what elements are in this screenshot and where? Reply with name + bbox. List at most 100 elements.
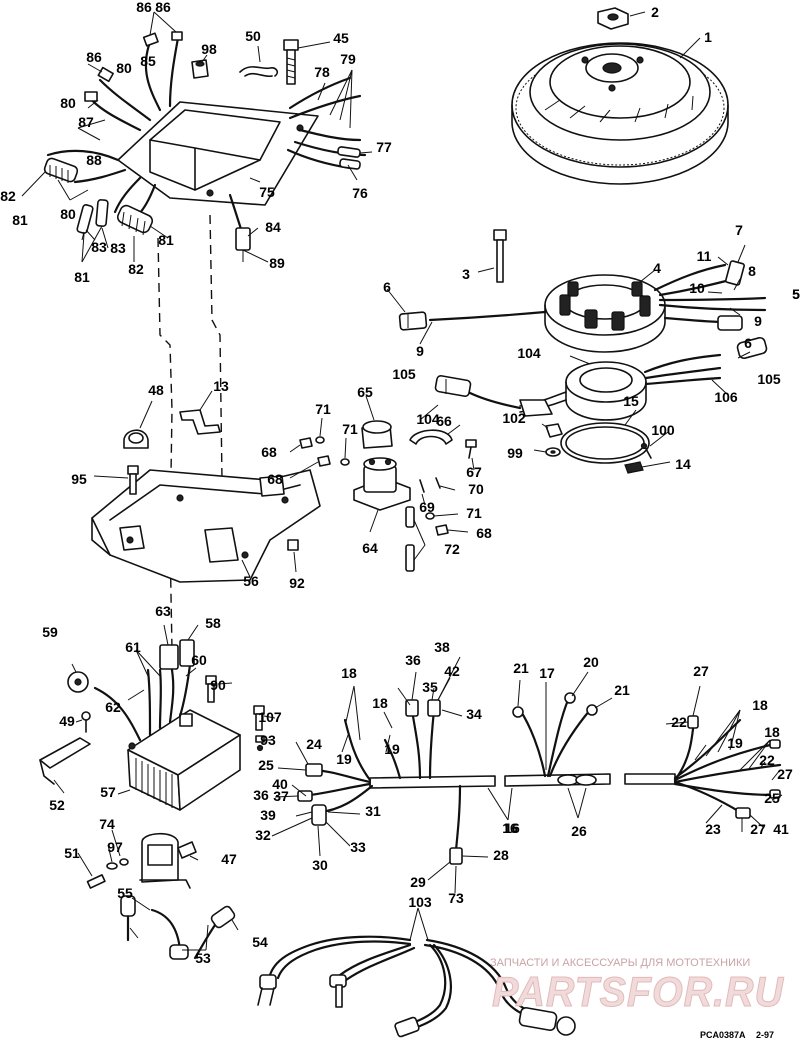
callout-82: 82: [128, 261, 144, 277]
callout-34: 34: [466, 706, 482, 722]
screw-51: [86, 874, 106, 889]
callout-86: 86: [136, 0, 152, 15]
leader-lines: [21, 11, 783, 951]
callout-78: 78: [314, 64, 330, 80]
regulator-wires: [93, 663, 192, 742]
callout-8: 8: [748, 263, 756, 279]
callout-39: 39: [260, 807, 276, 823]
callout-26: 26: [571, 823, 587, 839]
callout-20: 20: [583, 654, 599, 670]
callout-18: 18: [764, 724, 780, 740]
power-pack: [117, 101, 319, 206]
callout-49: 49: [59, 713, 75, 729]
spacer-90: [287, 539, 299, 551]
stator: [544, 274, 666, 353]
screw-106: [253, 705, 265, 731]
bracket-52: [39, 737, 91, 785]
callout-85: 85: [140, 53, 156, 69]
callout-6: 6: [383, 279, 391, 295]
callout-86: 86: [86, 49, 102, 65]
callout-19: 19: [336, 751, 352, 767]
nuts-68-71: [299, 436, 449, 536]
callout-42: 42: [444, 663, 460, 679]
callout-80: 80: [60, 95, 76, 111]
connector-58-63: [159, 639, 195, 670]
callout-33: 33: [350, 839, 366, 855]
callout-9: 9: [416, 343, 424, 359]
spark-plug-lead-53: [120, 895, 236, 960]
callout-62: 62: [105, 699, 121, 715]
washer-95-74: [106, 858, 129, 870]
clip-50: [239, 66, 278, 78]
callout-77: 77: [376, 139, 392, 155]
connector-6-right: [717, 315, 743, 331]
callout-80: 80: [116, 60, 132, 76]
callout-16: 16: [504, 820, 520, 836]
callout-76: 76: [352, 185, 368, 201]
callout-56: 56: [243, 573, 259, 589]
callout-11: 11: [697, 248, 712, 264]
callout-21: 21: [513, 660, 529, 676]
callout-83: 83: [110, 240, 126, 256]
callout-104: 104: [517, 345, 541, 361]
callout-30: 30: [312, 857, 328, 873]
terminal-84: [235, 227, 251, 262]
callout-14: 14: [675, 456, 691, 472]
callout-7: 7: [735, 222, 743, 238]
callout-102: 102: [502, 410, 526, 426]
bolt-93: [127, 465, 139, 495]
callout-54: 54: [252, 934, 268, 950]
callout-22: 22: [759, 752, 775, 768]
flywheel-nut: [597, 7, 629, 30]
callout-59: 59: [42, 624, 58, 640]
callout-37: 37: [273, 788, 289, 804]
screw-99: [640, 442, 652, 459]
callout-22: 22: [671, 714, 687, 730]
callout-18: 18: [372, 695, 388, 711]
callout-71: 71: [315, 401, 331, 417]
callout-82: 82: [0, 188, 16, 204]
callout-16: 16: [502, 820, 518, 836]
callout-4: 4: [653, 260, 661, 276]
callout-58: 58: [205, 615, 221, 631]
callout-83: 83: [91, 239, 107, 255]
callout-27: 27: [750, 821, 766, 837]
callout-40: 40: [272, 776, 288, 792]
callout-2: 2: [651, 4, 659, 20]
callout-106: 106: [714, 389, 738, 405]
callout-68: 68: [261, 444, 277, 460]
callout-88: 88: [86, 152, 102, 168]
screw-49: [81, 711, 91, 733]
callout-100: 100: [651, 422, 675, 438]
mounting-plate: [91, 469, 321, 583]
boots-72: [405, 506, 415, 572]
callout-6: 6: [744, 335, 752, 351]
clamp-66: [409, 429, 453, 445]
callout-47: 47: [221, 851, 237, 867]
callout-23: 23: [705, 821, 721, 837]
callout-9: 9: [754, 313, 762, 329]
screw-97: [191, 59, 209, 79]
callout-53: 53: [195, 950, 211, 966]
connector-86-group: [84, 31, 183, 102]
callout-87: 87: [78, 114, 94, 130]
callout-97: 97: [107, 839, 123, 855]
watermark-tagline: ЗАПЧАСТИ И АКСЕССУАРЫ ДЛЯ МОТОТЕХНИКИ: [490, 957, 750, 969]
screw-67: [465, 439, 477, 459]
callout-66: 66: [436, 413, 452, 429]
callout-60: 60: [191, 652, 207, 668]
screw-89: [205, 675, 217, 703]
callout-25: 25: [764, 790, 780, 806]
battery-cables: [257, 935, 576, 1038]
callout-65: 65: [357, 384, 373, 400]
callout-36: 36: [253, 787, 269, 803]
callout-35: 35: [422, 679, 438, 695]
ignition-coil: [139, 832, 197, 889]
callout-69: 69: [419, 499, 435, 515]
callout-1: 1: [704, 29, 712, 45]
callout-5: 5: [792, 286, 800, 302]
callout-18: 18: [341, 665, 357, 681]
harness-connectors: [297, 692, 781, 865]
callout-68: 68: [267, 471, 283, 487]
